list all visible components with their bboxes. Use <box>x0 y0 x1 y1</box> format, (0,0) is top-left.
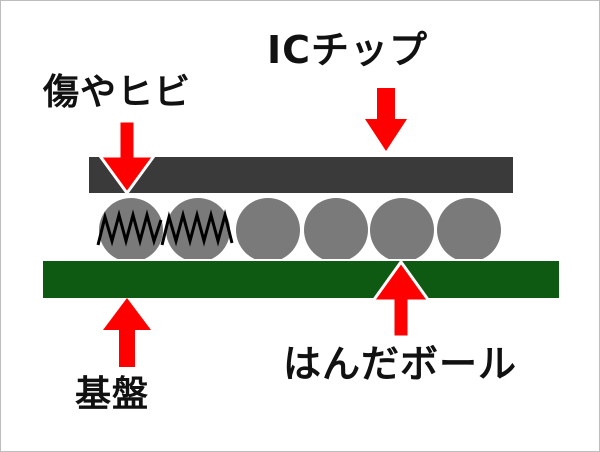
ic-chip-label: ICチップ <box>267 28 429 72</box>
substrate-arrow-shaft <box>119 327 135 367</box>
ic-chip-arrow <box>365 88 407 151</box>
solder-ball <box>236 198 300 262</box>
crack-arrow <box>97 119 157 196</box>
ic-chip <box>87 155 515 195</box>
solder-ball-label: はんだボール <box>283 342 518 386</box>
substrate-label: 基盤 <box>75 374 150 415</box>
crack-label: 傷やヒビ <box>43 72 192 113</box>
solder-ball <box>370 198 434 262</box>
crack-zigzag <box>96 209 163 247</box>
solder-ball <box>437 198 501 262</box>
solder-ball-arrow <box>370 259 432 339</box>
solder-balls <box>99 198 501 262</box>
substrate-board <box>41 259 561 300</box>
substrate-arrow <box>103 298 151 337</box>
crack-zigzag <box>160 209 234 247</box>
solder-ball <box>304 198 368 262</box>
